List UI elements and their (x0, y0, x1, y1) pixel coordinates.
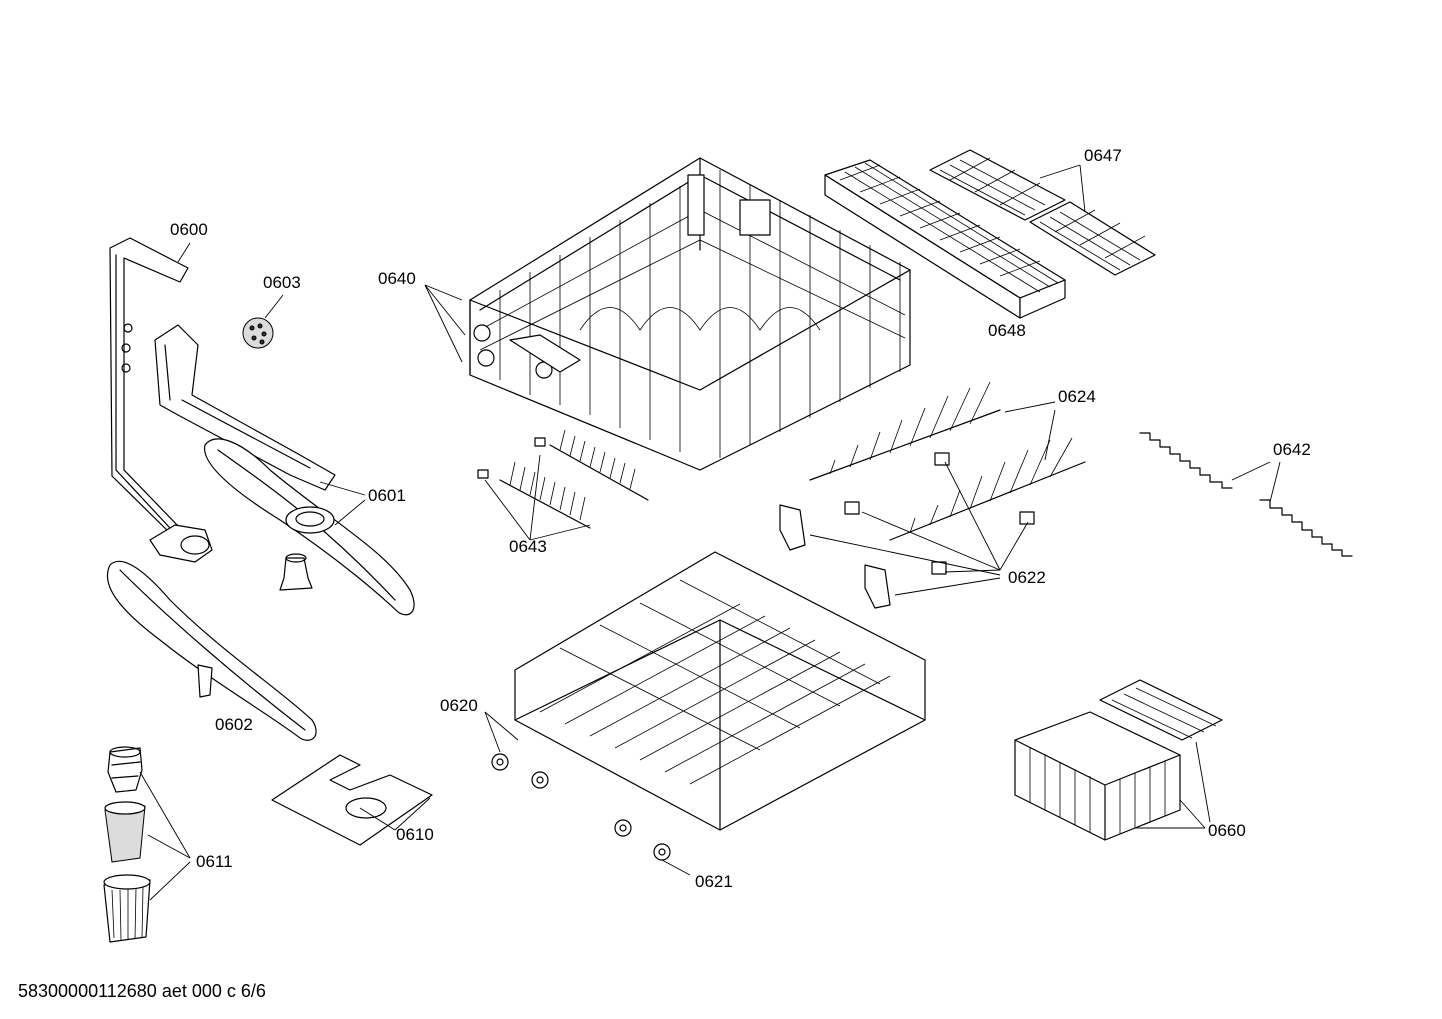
leader-lines (139, 164, 1281, 901)
label-0648: 0648 (988, 321, 1026, 340)
label-0624: 0624 (1058, 387, 1096, 406)
label-0647: 0647 (1084, 146, 1122, 165)
part-0600-supply-tube (109, 237, 213, 563)
part-0640-upper-basket (469, 157, 911, 471)
part-lower-basket (514, 551, 926, 831)
part-0648-cutlery-tray (824, 159, 1066, 319)
label-0622: 0622 (1008, 568, 1046, 587)
part-spray-arm-support (154, 324, 336, 491)
part-0647-racks (929, 149, 1156, 276)
label-0660: 0660 (1208, 821, 1246, 840)
label-0610: 0610 (396, 825, 434, 844)
part-arm-nozzle (279, 553, 313, 591)
document-id: 58300000112680 aet 000 c 6/6 (18, 981, 266, 1001)
label-0600: 0600 (170, 220, 208, 239)
label-0620: 0620 (440, 696, 478, 715)
label-0640: 0640 (378, 269, 416, 288)
part-0603-nozzle (242, 317, 274, 349)
part-0610-sieve-plate (271, 754, 433, 846)
part-0620-0621-wheels (491, 753, 671, 861)
part-0643-racks (477, 429, 649, 529)
part-0622-clips (779, 452, 1035, 609)
label-0621: 0621 (695, 872, 733, 891)
part-0601-upper-spray-arm (204, 438, 415, 616)
part-0624-racks (809, 381, 1086, 541)
label-0602: 0602 (215, 715, 253, 734)
label-0611: 0611 (196, 852, 233, 871)
part-0602-lower-spray-arm (106, 560, 317, 741)
label-0601: 0601 (368, 486, 406, 505)
label-0603: 0603 (263, 273, 301, 292)
label-0643: 0643 (509, 537, 547, 556)
label-0642: 0642 (1273, 440, 1311, 459)
part-0611-filters (103, 746, 151, 943)
part-0642-stair-racks (1139, 432, 1353, 557)
part-0660-cutlery-basket (1014, 679, 1223, 841)
